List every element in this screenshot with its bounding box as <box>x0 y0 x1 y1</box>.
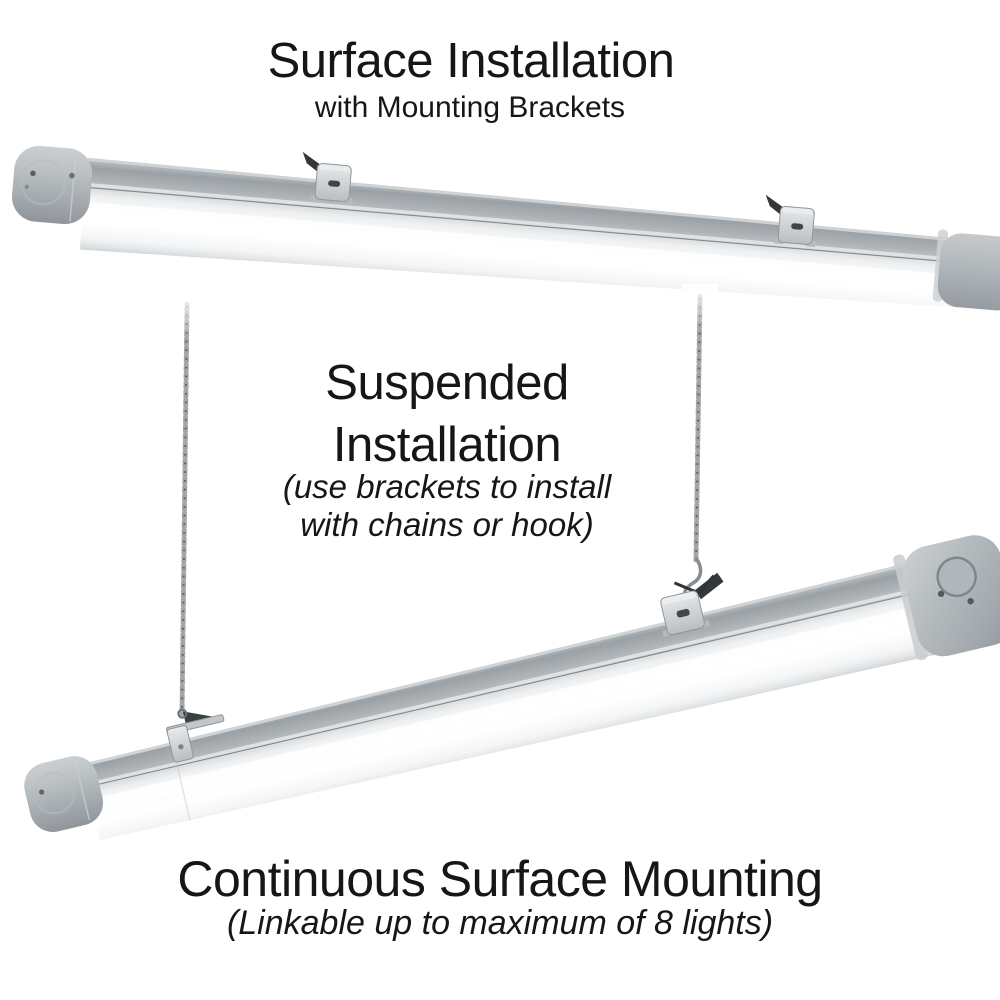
screw-hole <box>967 598 974 605</box>
mounting-bracket <box>765 194 816 247</box>
suspension-bracket <box>166 708 225 763</box>
screw-hole <box>69 172 75 179</box>
suspended-installation-note: (use brackets to install with chains or … <box>147 468 747 544</box>
screw-hole <box>24 184 29 190</box>
hanging-chain-right <box>683 293 703 596</box>
rail-bright-strip <box>86 586 925 787</box>
lens-glow <box>90 603 932 813</box>
surface-installation-title: Surface Installation <box>267 34 675 88</box>
fixture-rail <box>84 157 979 265</box>
bracket-slot <box>791 223 804 230</box>
suspended-light-fixture <box>24 535 1000 840</box>
rail-highlight <box>82 560 919 767</box>
screw-hole <box>39 789 45 795</box>
rail-highlight <box>87 157 979 244</box>
rail-bright-strip <box>85 182 978 264</box>
end-cap-left <box>24 756 104 832</box>
continuous-mounting-note: (Linkable up to maximum of 8 lights) <box>226 904 774 942</box>
hanging-chain-left <box>179 301 190 717</box>
continuous-mounting-title: Continuous Surface Mounting <box>177 851 823 907</box>
screw-hole <box>30 170 36 177</box>
screw-hole <box>937 590 945 598</box>
chain-hook <box>683 556 703 596</box>
surface-mounted-light-fixture <box>11 145 1000 311</box>
cap-knockout <box>936 556 977 598</box>
chain-fade <box>682 284 718 330</box>
end-cap-left <box>11 145 93 225</box>
suspended-note-line-1: (use brackets to install <box>282 468 612 505</box>
chain-ring <box>177 708 188 719</box>
bracket-wing <box>694 572 724 600</box>
suspended-note-line-2: with chains or hook) <box>300 506 594 543</box>
chain-fade <box>168 292 204 338</box>
end-cap-right <box>893 535 1000 661</box>
suspended-title-line-1: Suspended <box>325 356 569 410</box>
bracket-slot <box>676 608 690 618</box>
suspended-installation-title: Suspended Installation <box>147 352 747 476</box>
lens-glow <box>81 201 976 293</box>
bracket-slot <box>328 180 341 187</box>
suspended-title-line-2: Installation <box>332 418 562 472</box>
bracket-screw <box>178 744 184 750</box>
surface-installation-subtitle: with Mounting Brackets <box>314 91 626 124</box>
mounting-bracket <box>302 151 353 205</box>
fixture-rail <box>82 560 926 788</box>
suspension-bracket <box>660 572 724 637</box>
